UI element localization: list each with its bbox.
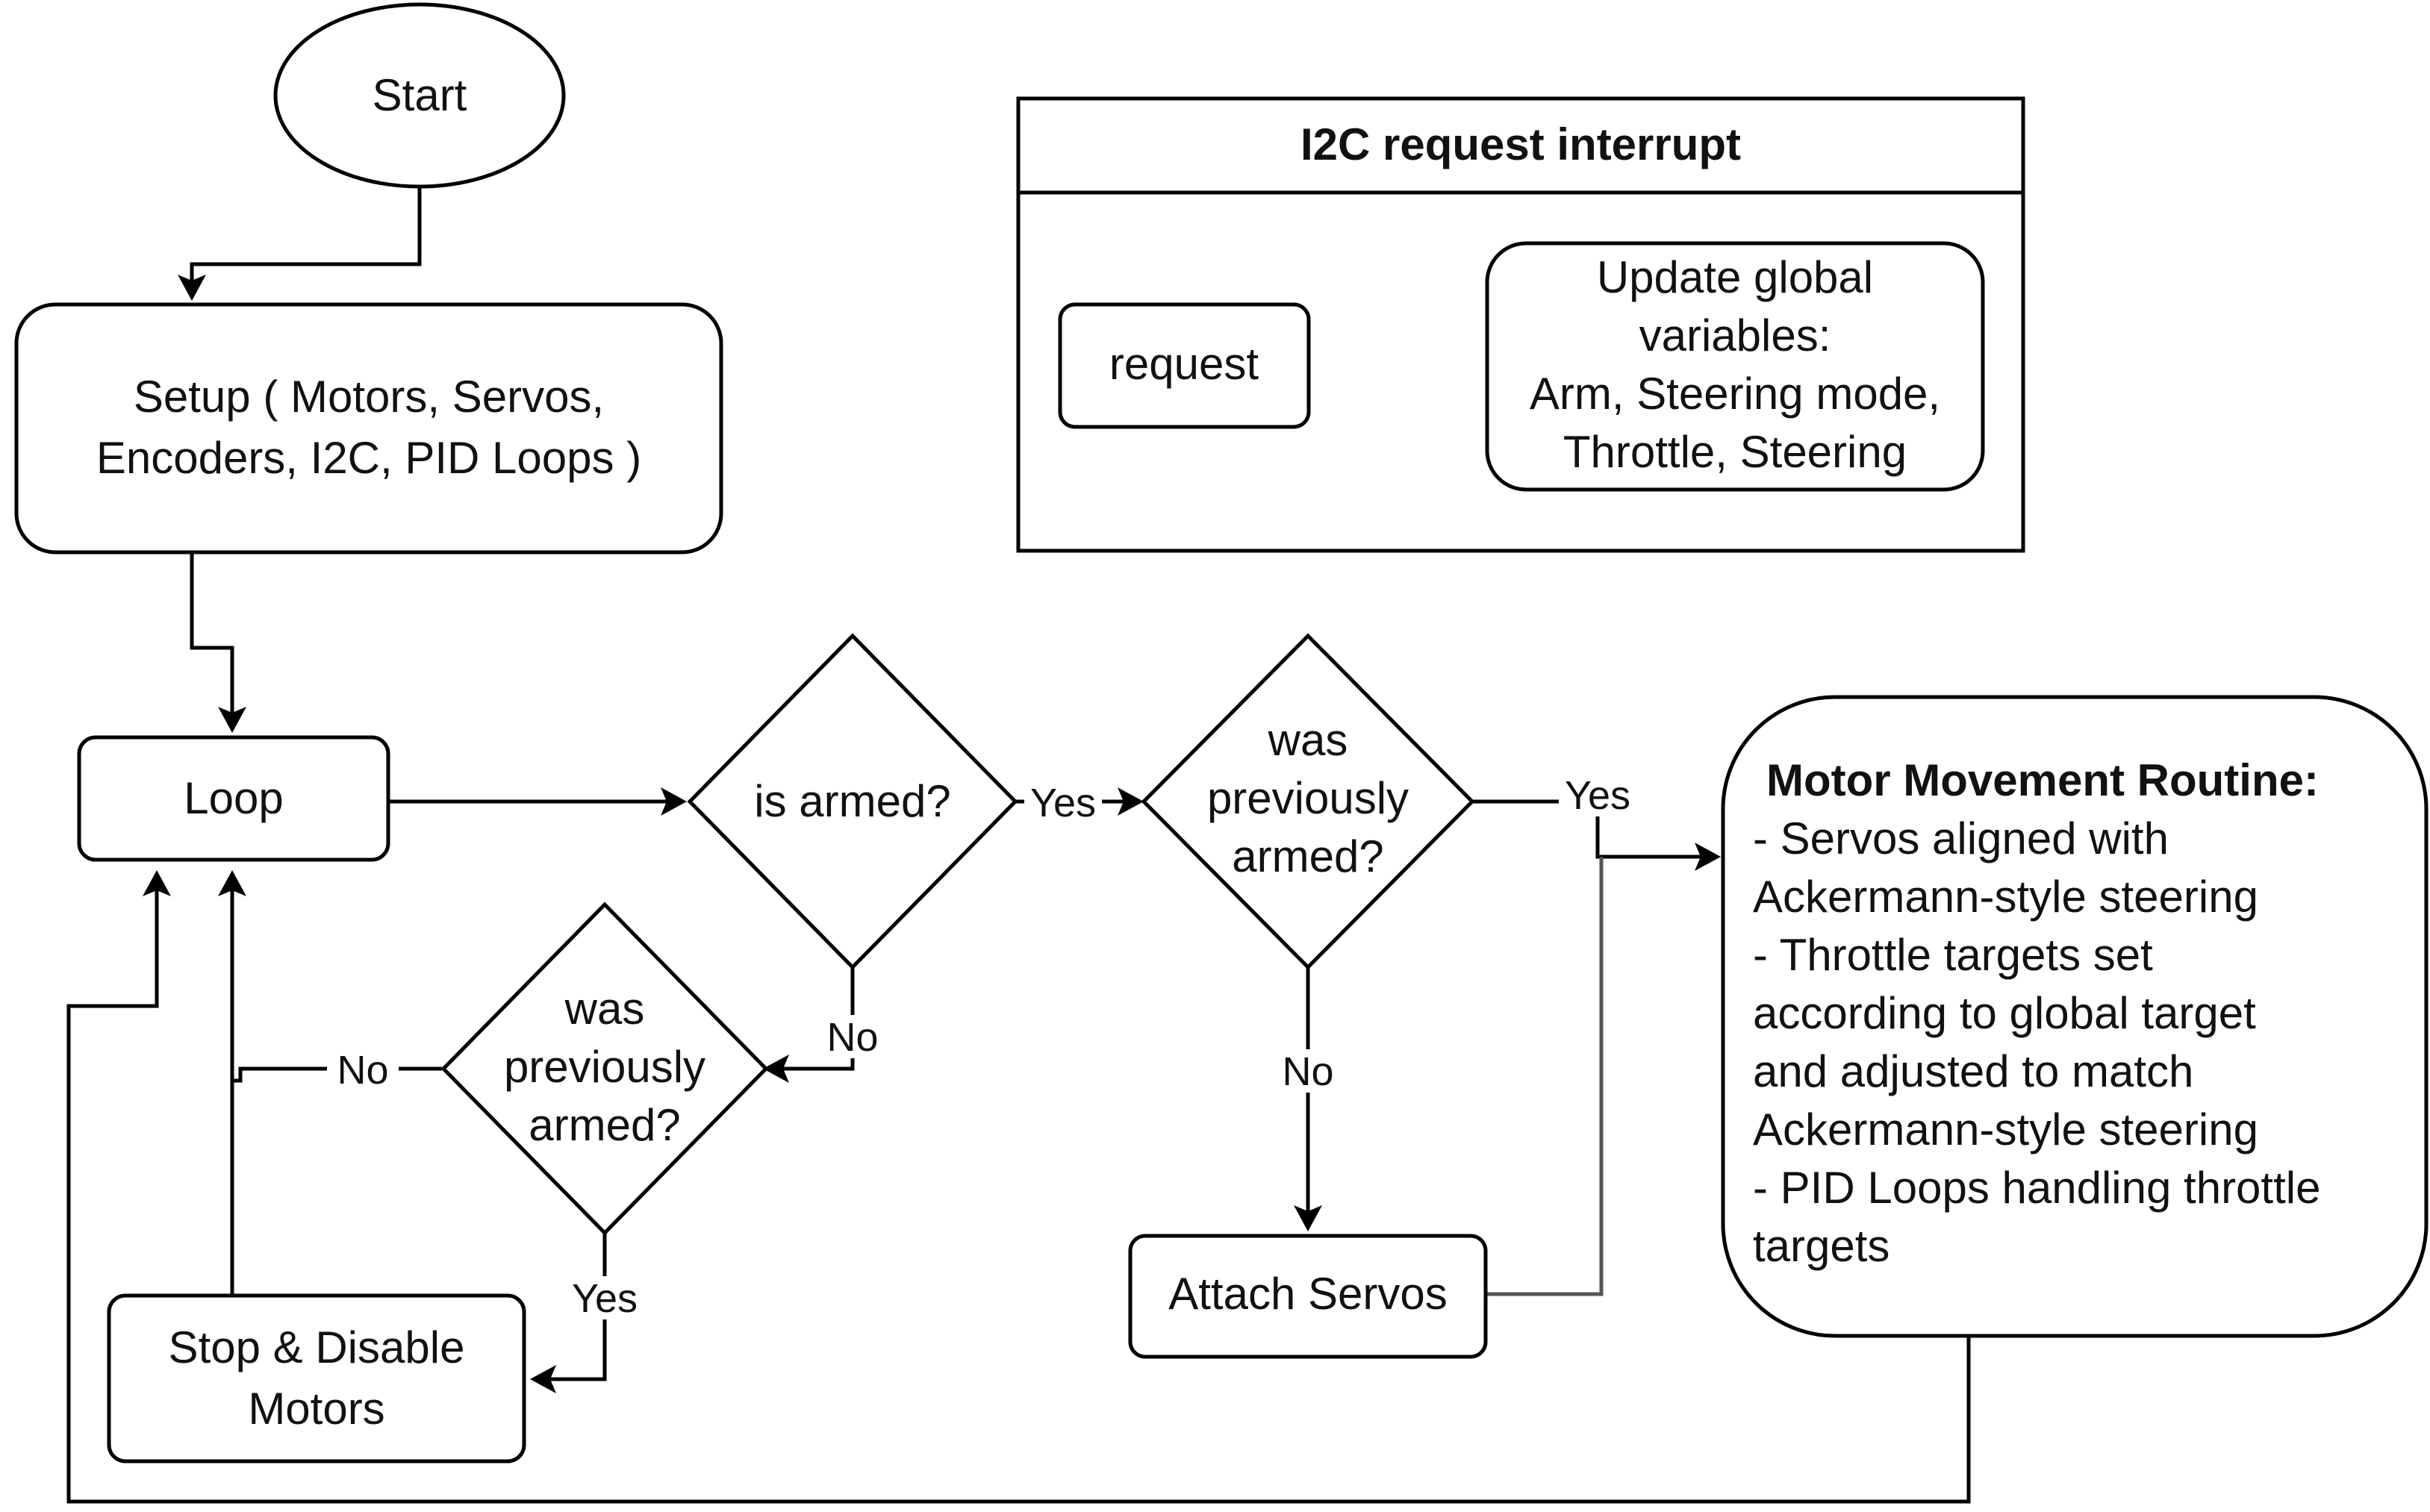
start-node: Start [273,2,566,189]
top-prev-label-line-1: was [1268,715,1348,765]
edge-routine-to-loop [66,885,1971,1504]
motor-routine-line-2: Ackermann-style steering [1753,872,2258,922]
motor-routine-line-3: - Throttle targets set [1753,930,2153,980]
is-armed-label: is armed? [754,776,950,826]
was-previously-armed-top-decision: was previously armed? [1141,633,1475,970]
arrowhead-is-armed [661,787,687,816]
request-label: request [1109,339,1259,389]
arrowhead-loop-bottom-b [143,870,171,896]
update-globals-node: Update global variables: Arm, Steering m… [1485,241,1985,492]
arrowhead-attach-servos [1294,1205,1322,1231]
bottom-prev-label-line-2: previously [504,1042,705,1092]
setup-node: Setup ( Motors, Servos, Encoders, I2C, P… [14,302,723,554]
motor-routine-line-5: and adjusted to match [1753,1046,2193,1096]
stop-label-line-1: Stop & Disable [169,1322,465,1372]
motor-routine-line-1: - Servos aligned with [1753,813,2169,863]
label-bottom-prev-yes: Yes [572,1276,638,1321]
start-label: Start [373,70,467,120]
arrowhead-top-prev [1118,787,1144,816]
was-previously-armed-bottom-decision: was previously armed? [440,902,769,1236]
update-label-line-3: Arm, Steering mode, [1530,369,1940,419]
edge-labels: Yes No Yes No No Yes [327,773,1636,1321]
motor-routine-node: Motor Movement Routine: - Servos aligned… [1721,695,2429,1338]
edge-setup-to-loop [190,552,234,718]
arrowhead-loop-bottom-a [218,870,246,896]
update-label-line-2: variables: [1639,310,1831,360]
arrowhead-stop [530,1365,556,1393]
top-prev-label-line-2: previously [1207,773,1409,823]
edge-start-to-setup [190,187,422,287]
label-armed-no: No [826,1015,878,1060]
motor-routine-line-7: - PID Loops handling throttle [1753,1163,2320,1213]
label-bottom-prev-no: No [337,1048,388,1093]
loop-node: Loop [77,735,390,862]
edge-attach-to-routine [1486,857,1604,1296]
bottom-prev-label-line-1: was [564,984,645,1034]
loop-label: Loop [184,773,283,823]
stop-label-line-2: Motors [248,1384,384,1434]
arrowhead-bottom-prev [763,1055,789,1083]
edge-top-prev-yes [1472,799,1706,859]
motor-routine-line-8: targets [1753,1221,1890,1271]
update-label-line-4: Throttle, Steering [1563,427,1907,477]
motor-routine-line-6: Ackermann-style steering [1753,1105,2258,1155]
stop-disable-node: Stop & Disable Motors [107,1293,526,1463]
arrowhead-loop-top [218,707,246,733]
label-top-prev-yes: Yes [1565,773,1630,818]
setup-label-line-1: Setup ( Motors, Servos, [134,372,604,422]
arrowhead-setup [178,275,206,301]
motor-routine-line-4: according to global target [1753,988,2256,1038]
i2c-interrupt-title: I2C request interrupt [1300,119,1741,169]
edge-armed-no [778,967,855,1071]
i2c-interrupt-container: I2C request interrupt request Update glo… [1016,96,2025,553]
label-top-prev-no: No [1282,1049,1333,1094]
motor-routine-title: Motor Movement Routine: [1766,755,2319,805]
request-node: request [1058,302,1311,429]
bottom-prev-label-line-3: armed? [529,1100,680,1150]
is-armed-decision: is armed? [687,633,1018,970]
setup-label-line-2: Encoders, I2C, PID Loops ) [96,433,641,483]
update-label-line-1: Update global [1597,252,1873,302]
attach-servos-label: Attach Servos [1168,1269,1448,1319]
top-prev-label-line-3: armed? [1232,831,1383,881]
attach-servos-node: Attach Servos [1128,1234,1488,1359]
label-armed-yes: Yes [1030,781,1096,825]
arrowhead-motor-routine [1695,843,1721,871]
